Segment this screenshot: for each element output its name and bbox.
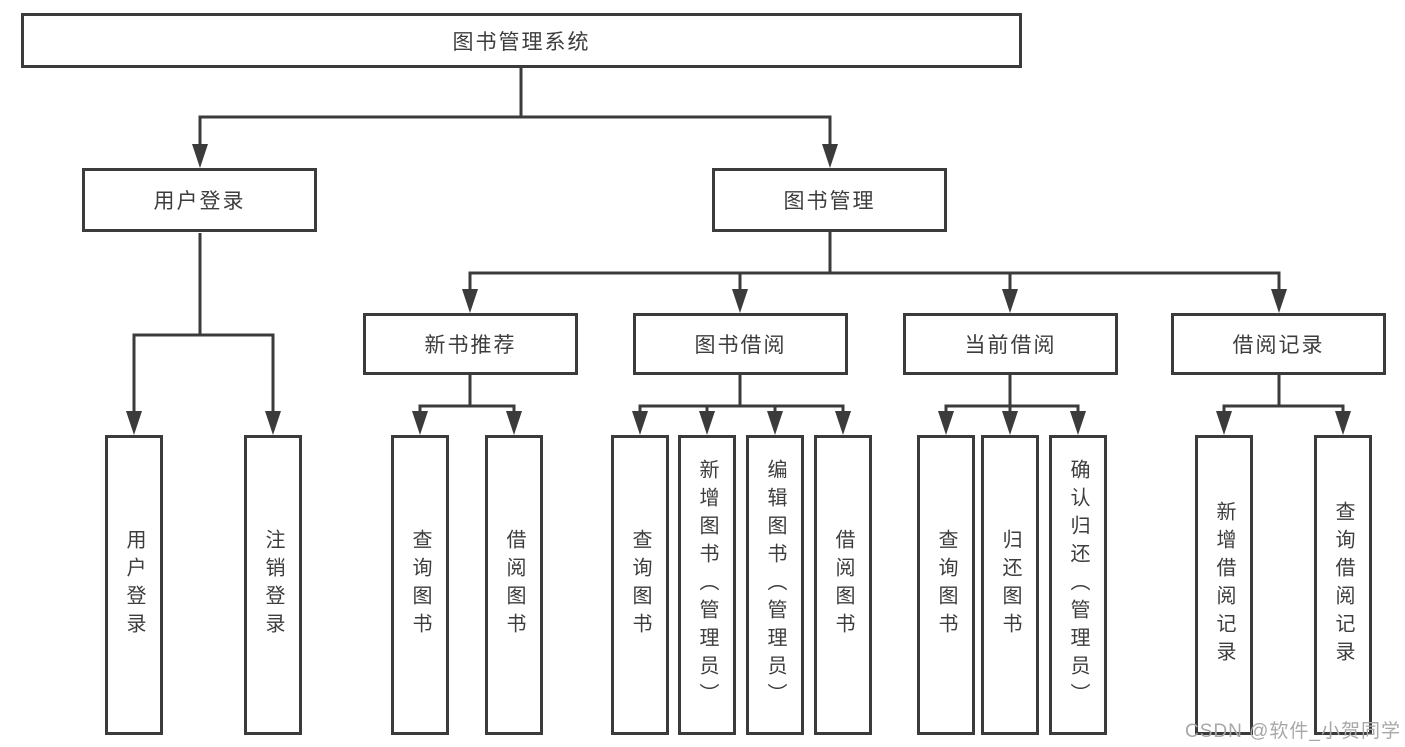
leaf-borrow-books: 借阅图书 <box>814 435 872 735</box>
leaf-query-books-current: 查询图书 <box>917 435 975 735</box>
node-new-book-recommendation: 新书推荐 <box>363 313 578 375</box>
leaf-user-login: 用户登录 <box>105 435 163 735</box>
leaf-return-books: 归还图书 <box>981 435 1039 735</box>
node-book-management: 图书管理 <box>712 168 947 232</box>
node-user-login: 用户登录 <box>82 168 317 232</box>
node-borrowing-records: 借阅记录 <box>1171 313 1386 375</box>
leaf-confirm-return-admin: 确认归还（管理员） <box>1049 435 1107 735</box>
node-book-borrowing: 图书借阅 <box>633 313 848 375</box>
leaf-borrow-books-recommend: 借阅图书 <box>485 435 543 735</box>
leaf-add-borrow-record: 新增借阅记录 <box>1195 435 1253 735</box>
leaf-logout: 注销登录 <box>244 435 302 735</box>
leaf-query-books-recommend: 查询图书 <box>391 435 449 735</box>
leaf-edit-books-admin: 编辑图书（管理员） <box>746 435 804 735</box>
node-current-borrowing: 当前借阅 <box>903 313 1118 375</box>
watermark: CSDN @软件_小贺同学 <box>1185 721 1401 742</box>
leaf-query-books-borrow: 查询图书 <box>611 435 669 735</box>
leaf-add-books-admin: 新增图书（管理员） <box>678 435 736 735</box>
node-library-management-system: 图书管理系统 <box>21 13 1022 68</box>
leaf-query-borrow-record: 查询借阅记录 <box>1314 435 1372 735</box>
